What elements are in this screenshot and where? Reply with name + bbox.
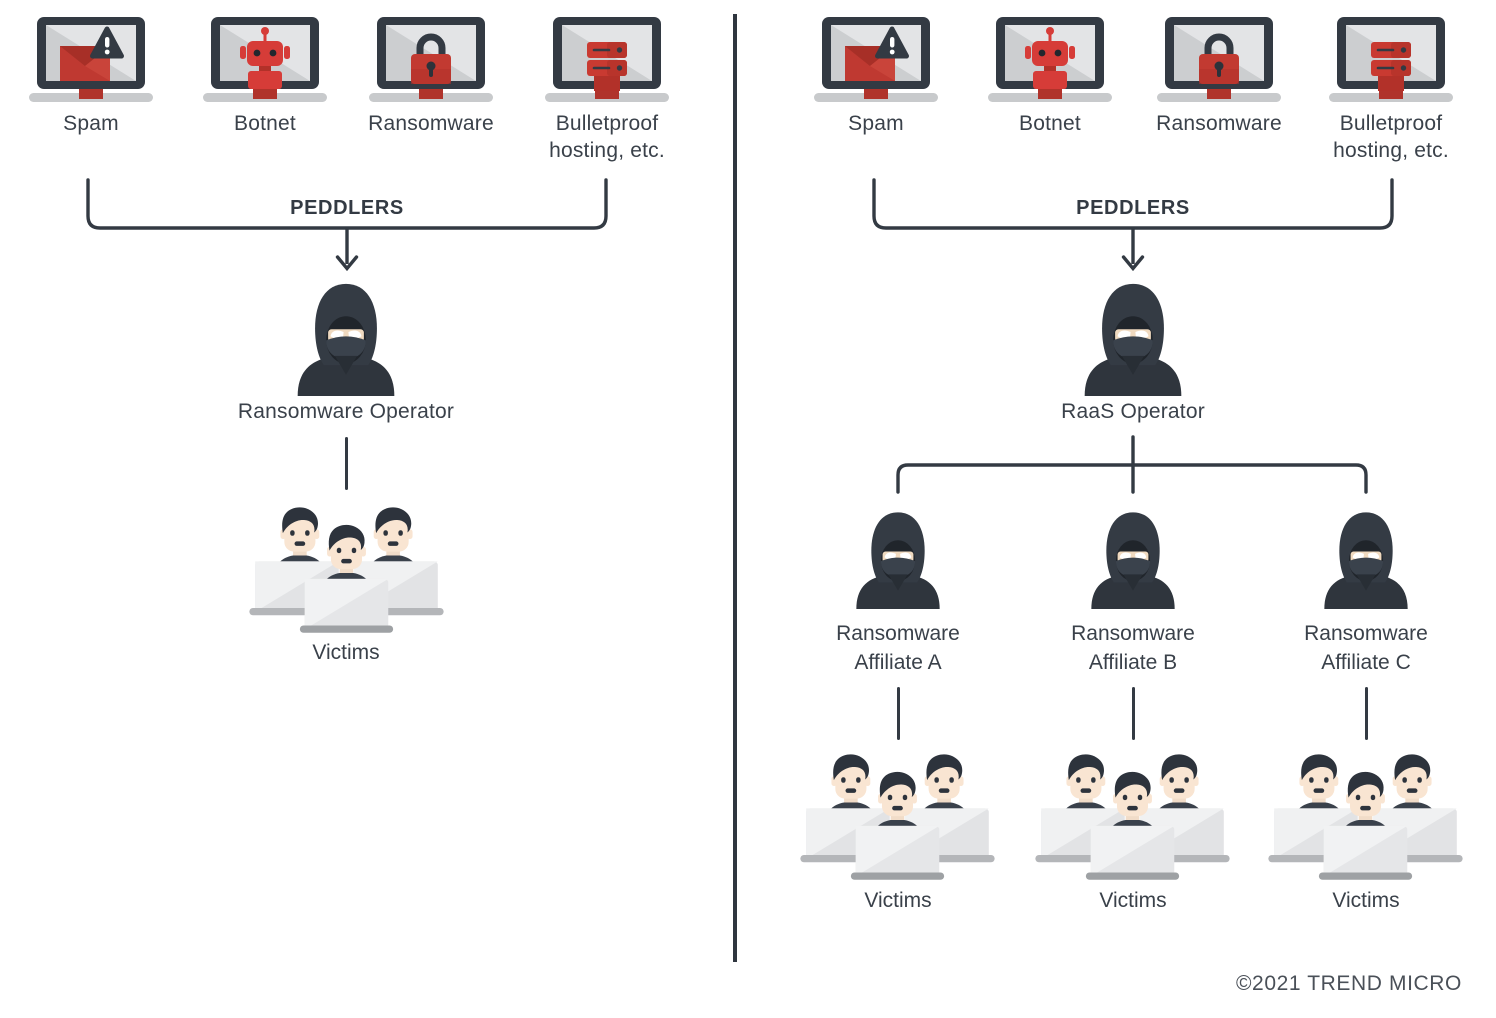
- operator-label: Ransomware Operator: [237, 400, 455, 423]
- bulletproof-hosting-laptop-icon: [1327, 15, 1455, 107]
- tool-label: Spam: [63, 112, 119, 135]
- affiliate-name-line2: Affiliate B: [1088, 651, 1178, 674]
- victims-icon: [800, 752, 995, 888]
- affiliate-name-line1: Ransomware: [1071, 622, 1195, 645]
- affiliate-victims-connector: [1364, 687, 1368, 740]
- tool-ransomware: Ransomware: [1145, 15, 1293, 137]
- affiliate-name-line2: Affiliate A: [854, 651, 942, 674]
- ransomware-laptop-icon: [1155, 15, 1283, 107]
- victims-icon: [1035, 752, 1230, 888]
- operator-affiliates-branch: [880, 435, 1386, 495]
- tool-spam: Spam: [17, 15, 165, 137]
- victims-label: Victims: [312, 641, 380, 664]
- tool-label: Bulletproof hosting, etc.: [549, 112, 665, 162]
- tool-label: Ransomware: [368, 112, 494, 135]
- spam-laptop-icon: [27, 15, 155, 107]
- tool-label: Spam: [848, 112, 904, 135]
- peddlers-label: PEDDLERS: [290, 197, 404, 219]
- affiliate-name-line2: Affiliate C: [1321, 651, 1411, 674]
- affiliate-b-icon: [1083, 509, 1183, 609]
- operator-victims-connector: [344, 437, 348, 490]
- tool-bulletproof-hosting: Bulletproof hosting, etc.: [1317, 15, 1465, 164]
- peddlers-label: PEDDLERS: [1076, 197, 1190, 219]
- affiliate-a-icon: [848, 509, 948, 609]
- botnet-laptop-icon: [201, 15, 329, 107]
- botnet-laptop-icon: [986, 15, 1114, 107]
- victims-label: Victims: [1332, 889, 1400, 912]
- tool-label: Botnet: [1019, 112, 1081, 135]
- tool-label: Botnet: [234, 112, 296, 135]
- tool-bulletproof-hosting: Bulletproof hosting, etc.: [533, 15, 681, 164]
- affiliate-victims-connector: [1131, 687, 1135, 740]
- ransomware-operator-icon: [288, 280, 404, 396]
- affiliate-b-label: Ransomware Affiliate B: [1033, 619, 1233, 677]
- affiliate-name-line1: Ransomware: [1304, 622, 1428, 645]
- tool-ransomware: Ransomware: [357, 15, 505, 137]
- victims-icon: [1268, 752, 1463, 888]
- ransomware-laptop-icon: [367, 15, 495, 107]
- victims-icon: [249, 505, 444, 641]
- peddlers-bracket-arrow: [86, 178, 608, 278]
- affiliate-c-icon: [1316, 509, 1416, 609]
- affiliate-a-label: Ransomware Affiliate A: [798, 619, 998, 677]
- victims-label: Victims: [864, 889, 932, 912]
- copyright-text: ©2021 TREND MICRO: [1235, 972, 1462, 995]
- spam-laptop-icon: [812, 15, 940, 107]
- affiliate-victims-connector: [896, 687, 900, 740]
- tool-spam: Spam: [802, 15, 950, 137]
- affiliate-c-label: Ransomware Affiliate C: [1266, 619, 1466, 677]
- tool-botnet: Botnet: [976, 15, 1124, 137]
- tool-botnet: Botnet: [191, 15, 339, 137]
- victims-label: Victims: [1099, 889, 1167, 912]
- peddlers-bracket-arrow: [872, 178, 1394, 278]
- affiliate-name-line1: Ransomware: [836, 622, 960, 645]
- panel-divider: [733, 14, 737, 962]
- operator-label: RaaS Operator: [1061, 400, 1205, 423]
- tool-label: Ransomware: [1156, 112, 1282, 135]
- bulletproof-hosting-laptop-icon: [543, 15, 671, 107]
- raas-operator-icon: [1075, 280, 1191, 396]
- tool-label: Bulletproof hosting, etc.: [1333, 112, 1449, 162]
